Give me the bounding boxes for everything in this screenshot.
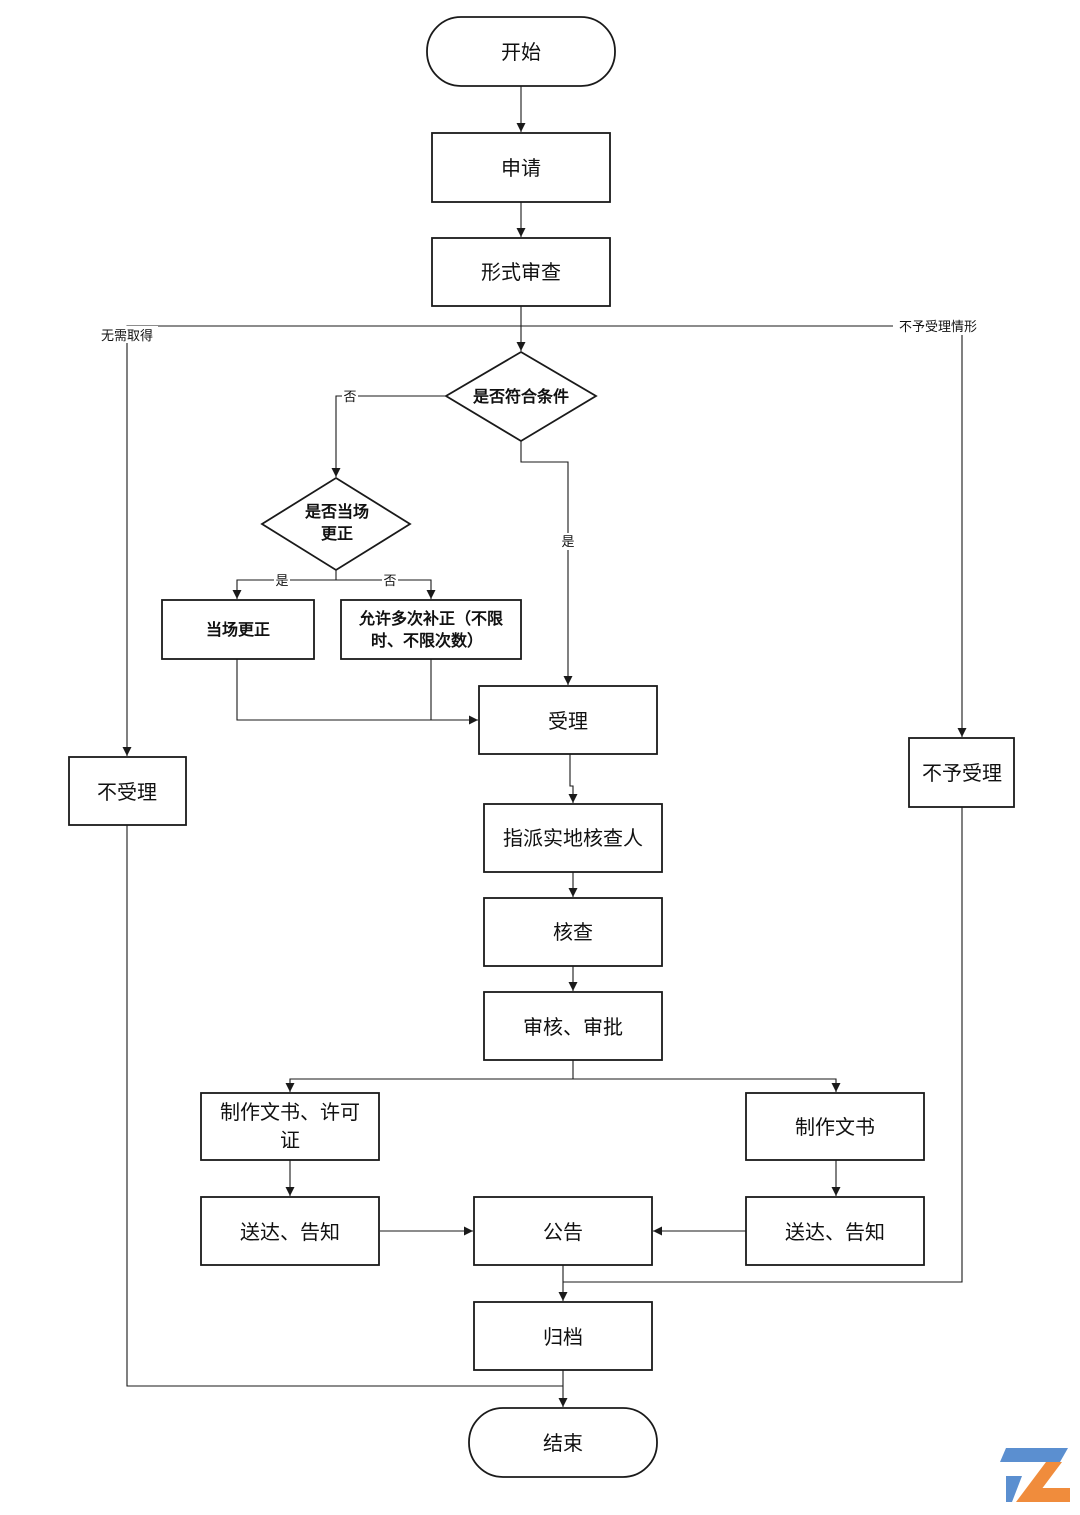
correct-onsite-label: 当场更正: [206, 620, 270, 639]
end-terminal: [468, 1407, 658, 1478]
accept-box: [478, 685, 658, 755]
edge-review-split-right: [573, 1078, 841, 1092]
accept-label: 受理: [548, 709, 588, 733]
edge-label-yes-onsite: 是: [275, 574, 288, 589]
deliver-left-box: [200, 1196, 380, 1266]
edge-decision-no: [331, 395, 446, 477]
review-approve-box: [483, 991, 663, 1061]
deliver-right-box: [745, 1196, 925, 1266]
edge-notaccept-right-archive: [563, 807, 963, 1283]
deliver-right-label: 送达、告知: [785, 1220, 885, 1244]
apply-box: [431, 132, 611, 203]
end-label: 结束: [543, 1431, 583, 1455]
make-doc-box: [745, 1092, 925, 1161]
formal-review-box: [431, 237, 611, 307]
edge-label-no-need: 无需取得: [101, 328, 153, 344]
announce-box: [473, 1196, 653, 1266]
edge-accept-assign: [568, 754, 578, 803]
edge-labels: 无需取得 不予受理情形 否 是 是 否: [96, 318, 984, 589]
edge-correct-to-accept: [236, 659, 478, 725]
start-terminal: [426, 16, 616, 87]
edge-label-not-accept-case: 不予受理情形: [899, 320, 977, 335]
make-doc-license-box: [200, 1092, 380, 1161]
deliver-left-label: 送达、告知: [240, 1220, 340, 1244]
edge-label-no-eligible: 否: [343, 390, 356, 405]
edge-decision-yes: [520, 441, 573, 685]
not-accept-right-box: [908, 737, 1015, 808]
formal-review-label: 形式审查: [481, 260, 561, 284]
review-approve-label: 审核、审批: [523, 1015, 623, 1039]
eligible-decision-diamond: [444, 350, 598, 443]
archive-label: 归档: [543, 1325, 583, 1349]
eligible-decision-label: 是否符合条件: [472, 387, 569, 406]
assign-inspector-label: 指派实地核查人: [503, 826, 643, 850]
make-doc-license-label-line2: 证: [280, 1128, 300, 1152]
nodes: 开始 申请 形式审查 是否符合条件 是否当场 更正 当场更正 允许多次补正（不限…: [68, 16, 1015, 1478]
apply-label: 申请: [501, 156, 541, 180]
not-accept-right-label: 不予受理: [922, 761, 1002, 785]
brand-logo-icon: [1000, 1448, 1070, 1502]
edge-onsite-no: [336, 579, 436, 599]
onsite-decision-label-line2: 更正: [321, 524, 353, 543]
onsite-decision-diamond: [260, 476, 412, 572]
inspect-box: [483, 897, 663, 967]
edge-not-accept-case-branch: [521, 325, 967, 737]
edge-label-no-onsite: 否: [383, 574, 396, 589]
archive-box: [473, 1301, 653, 1371]
assign-inspector-box: [483, 803, 663, 873]
inspect-label: 核查: [553, 920, 593, 944]
start-label: 开始: [501, 40, 541, 64]
make-doc-label: 制作文书: [795, 1115, 875, 1139]
make-doc-license-label-line1: 制作文书、许可: [220, 1100, 360, 1124]
allow-multiple-label-line1: 允许多次补正（不限: [358, 609, 504, 628]
allow-multiple-box: [340, 599, 522, 660]
onsite-decision-label-line1: 是否当场: [304, 502, 369, 521]
edge-review-split: [285, 1060, 574, 1092]
allow-multiple-label-line2: 时、不限次数）: [371, 631, 483, 650]
edge-label-yes-eligible: 是: [561, 535, 574, 550]
not-accept-box: [68, 756, 187, 826]
edge-notaccept-end: [126, 825, 563, 1387]
correct-onsite-box: [161, 599, 315, 660]
announce-label: 公告: [543, 1220, 583, 1244]
not-accept-label: 不受理: [97, 780, 157, 804]
